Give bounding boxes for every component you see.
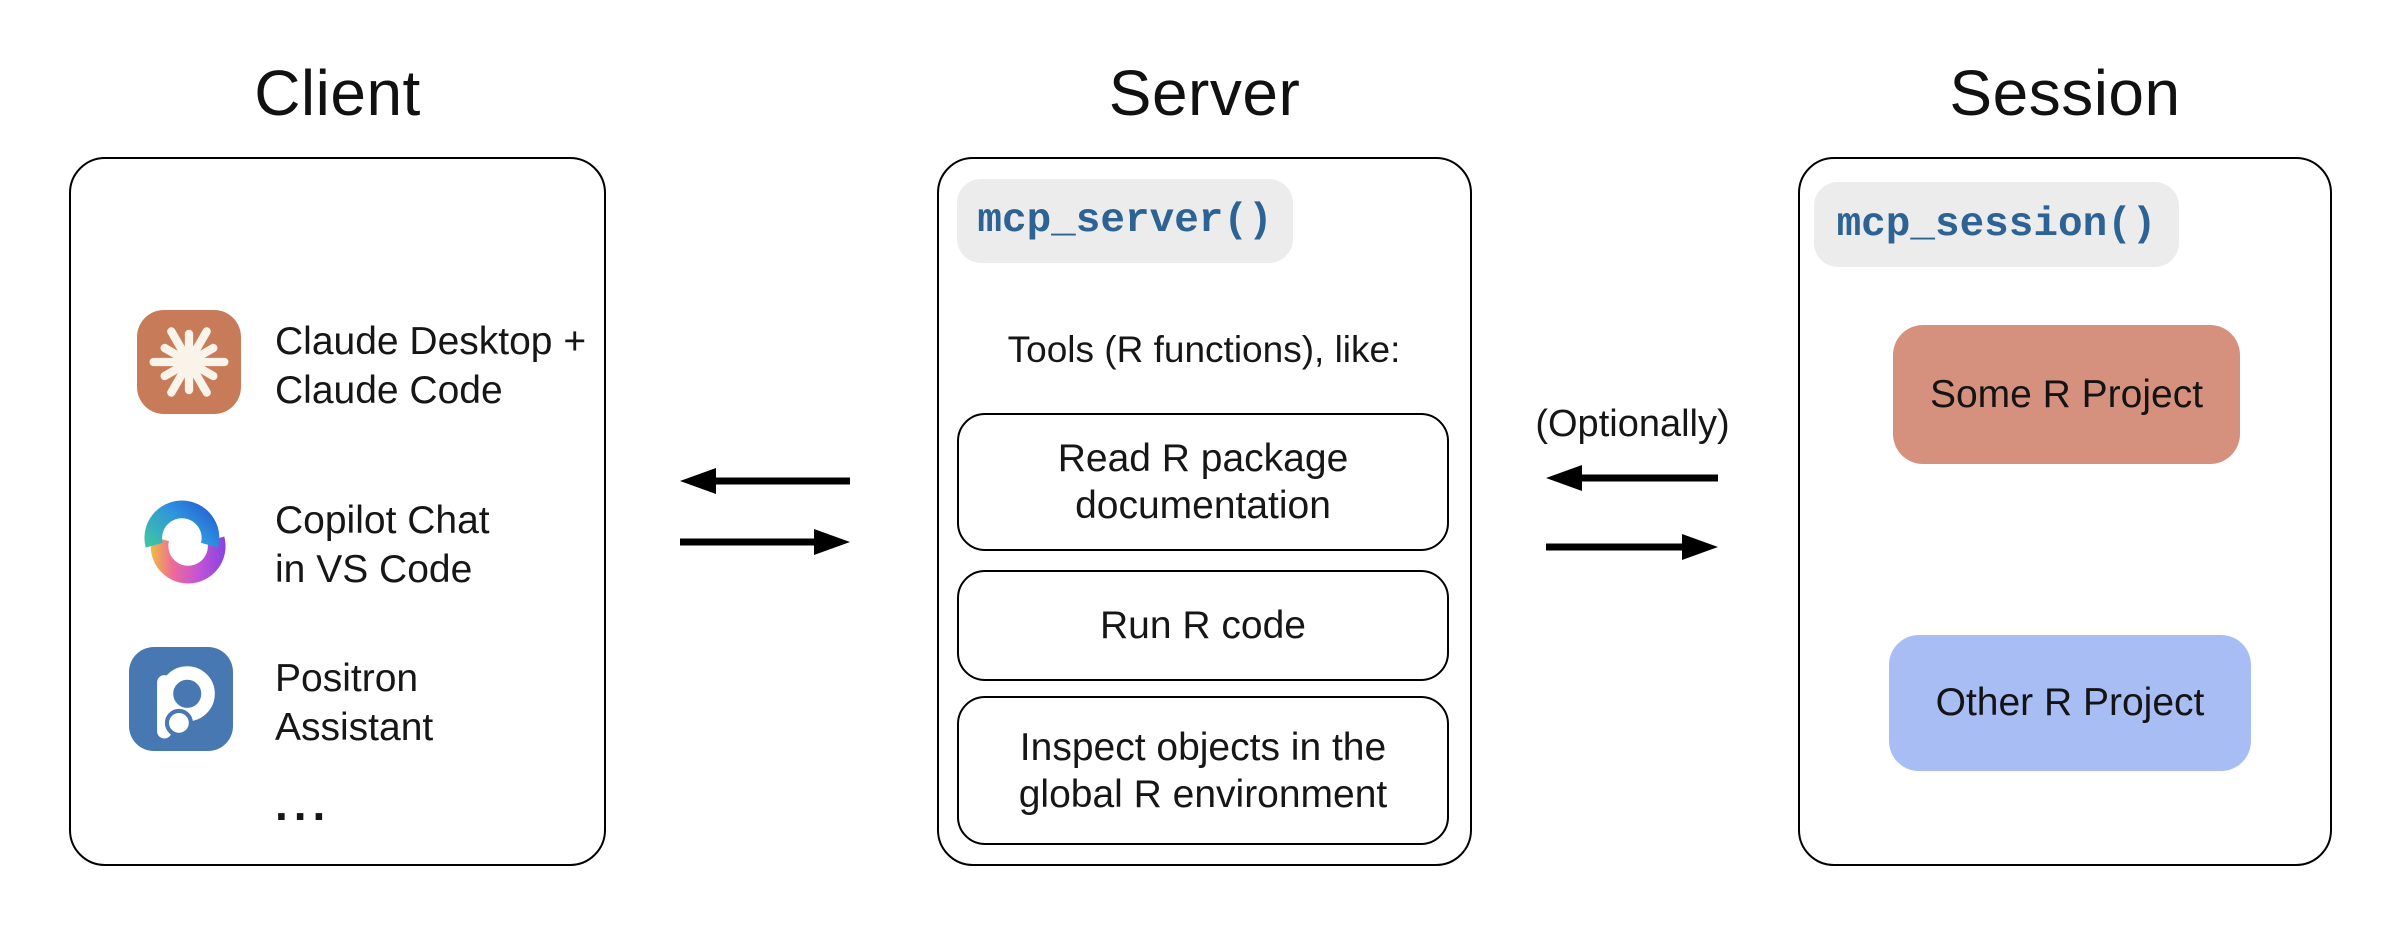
arrow-server-to-session — [1546, 534, 1718, 560]
arrow-client-to-server — [680, 529, 850, 555]
optionally-label: (Optionally) — [1535, 403, 1730, 445]
tool-box-read-docs: Read R package documentation — [957, 413, 1449, 551]
positron-icon — [129, 647, 233, 751]
mcp-session-code-text: mcp_session() — [1836, 201, 2157, 248]
tool-box-run-r-code: Run R code — [957, 570, 1449, 681]
client-item-label-claude: Claude Desktop + Claude Code — [275, 320, 587, 412]
project-box-some-r-project: Some R Project — [1893, 325, 2240, 464]
server-column-title: Server — [1108, 57, 1301, 129]
client-column-title: Client — [254, 57, 421, 129]
client-box: Claude Desktop + Claude Code Copil — [69, 157, 606, 866]
client-item-label-positron: Positron Assistant — [275, 657, 434, 749]
mcp-session-code-chip: mcp_session() — [1814, 182, 2179, 267]
mcp-server-code-chip: mcp_server() — [957, 179, 1293, 263]
client-more-items-ellipsis: ... — [275, 778, 332, 830]
mcp-server-code-text: mcp_server() — [977, 198, 1273, 244]
arrow-server-to-client — [680, 468, 850, 494]
project-box-other-r-project: Other R Project — [1889, 635, 2251, 771]
claude-icon — [137, 310, 241, 414]
tool-box-inspect-objects: Inspect objects in the global R environm… — [957, 696, 1449, 845]
arrow-session-to-server — [1546, 465, 1718, 491]
session-box: mcp_session() Some R Project Other R Pro… — [1798, 157, 2332, 866]
copilot-icon — [133, 490, 237, 594]
tools-heading: Tools (R functions), like: — [1007, 329, 1401, 370]
session-column-title: Session — [1949, 57, 2181, 129]
server-box: mcp_server() Tools (R functions), like: … — [937, 157, 1472, 866]
client-item-label-copilot: Copilot Chat in VS Code — [275, 499, 490, 591]
